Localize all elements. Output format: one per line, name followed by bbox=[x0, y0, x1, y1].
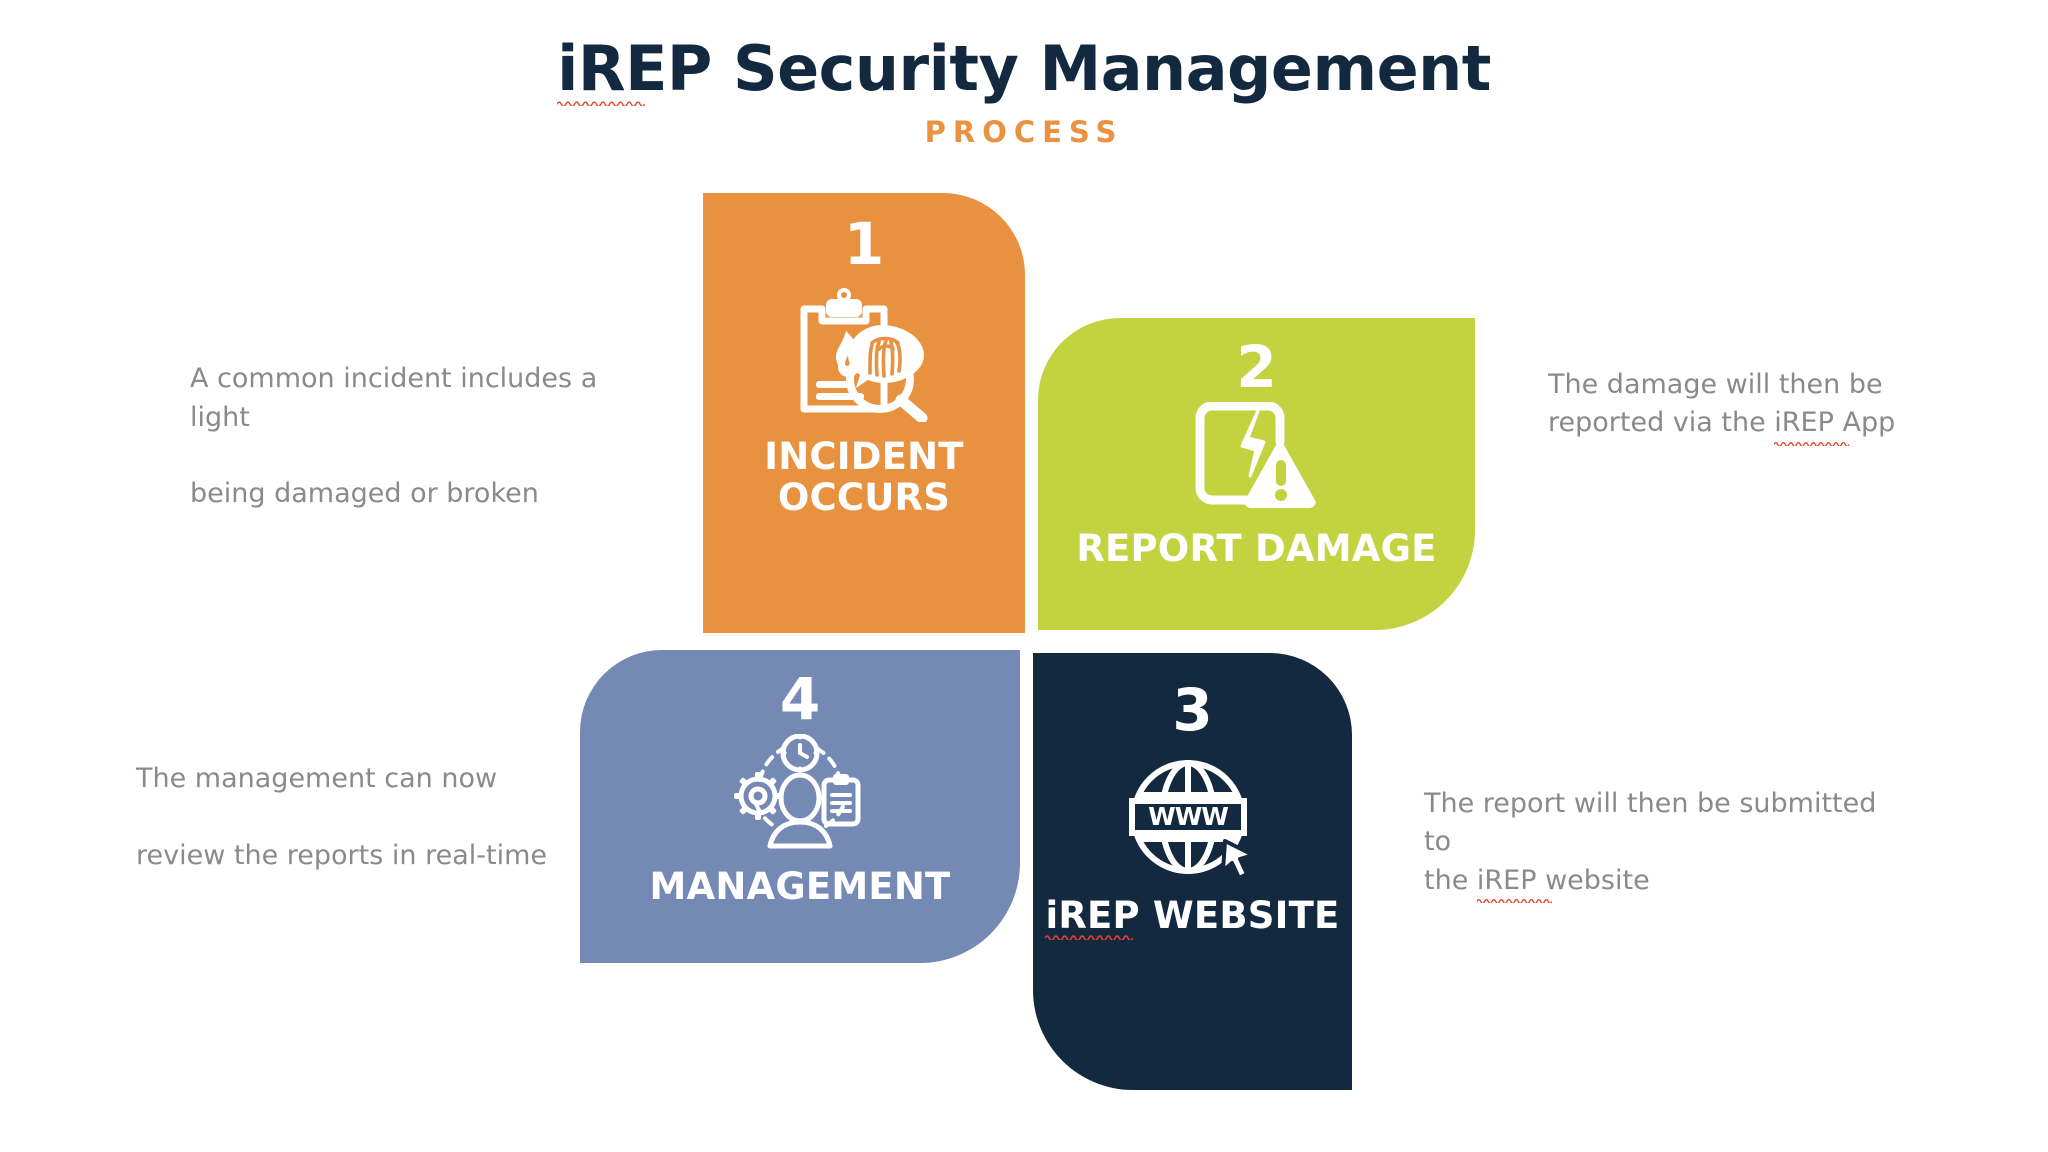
caption-step-2: The damage will then be reported via the… bbox=[1548, 366, 1948, 446]
spellcheck-squiggle-icon bbox=[1045, 935, 1133, 941]
process-step-3-irep-website[interactable]: 3 WWW iREP WEBSITE bbox=[1033, 653, 1352, 1090]
caption-4-line-2: review the reports in real-time bbox=[136, 839, 547, 871]
step-3-label-highlight: iREP bbox=[1045, 894, 1140, 937]
caption-1-line-1: A common incident includes a light bbox=[190, 363, 598, 433]
header: iREP Security Management PROCESS bbox=[0, 34, 2048, 149]
spellcheck-squiggle-icon bbox=[1774, 441, 1850, 446]
cracked-phone-warning-icon bbox=[1194, 402, 1320, 512]
step-2-label: REPORT DAMAGE bbox=[1076, 527, 1437, 570]
caption-1-line-2: being damaged or broken bbox=[190, 478, 539, 510]
caption-2-highlight: iREP bbox=[1774, 407, 1834, 439]
title-misspelled-word-irep: iREP bbox=[557, 32, 712, 107]
caption-2-misspelled-word-irep: iREP bbox=[1774, 404, 1850, 446]
process-step-2-report-damage[interactable]: 2 REPORT DAMAGE bbox=[1038, 318, 1475, 630]
title-highlight-text: iREP bbox=[557, 32, 712, 105]
step-number-2: 2 bbox=[1236, 333, 1277, 401]
clipboard-fire-fingerprint-magnifier-icon bbox=[784, 287, 944, 422]
page-subtitle: PROCESS bbox=[924, 115, 1124, 150]
person-gear-clipboard-clock-icon bbox=[734, 734, 866, 852]
step-3-misspelled-word-irep: iREP bbox=[1045, 894, 1140, 941]
svg-text:WWW: WWW bbox=[1148, 802, 1228, 831]
step-3-label-rest: WEBSITE bbox=[1139, 894, 1340, 937]
step-3-label: iREP WEBSITE bbox=[1045, 894, 1340, 941]
title-rest-text: Security Management bbox=[711, 32, 1491, 105]
page-title: iREP Security Management bbox=[0, 32, 2048, 107]
caption-2-text-after: App bbox=[1833, 407, 1896, 439]
step-number-3: 3 bbox=[1172, 676, 1213, 744]
caption-3-text-after: website bbox=[1536, 864, 1650, 896]
caption-step-4: The management can now review the report… bbox=[136, 722, 556, 875]
caption-step-1: A common incident includes a light being… bbox=[190, 322, 660, 514]
spellcheck-squiggle-icon bbox=[1476, 898, 1552, 903]
step-4-label: MANAGEMENT bbox=[649, 865, 951, 908]
caption-3-highlight: iREP bbox=[1476, 864, 1537, 896]
step-1-label: INCIDENT OCCURS bbox=[764, 435, 964, 520]
caption-4-line-1: The management can now bbox=[136, 763, 498, 795]
caption-3-misspelled-word-irep: iREP bbox=[1476, 862, 1552, 903]
caption-3-text-before: The report will then be submitted to the bbox=[1424, 788, 1877, 896]
caption-2-text-before: The damage will then be reported via the bbox=[1548, 369, 1883, 439]
step-number-4: 4 bbox=[779, 665, 821, 733]
process-step-1-incident-occurs[interactable]: 1 bbox=[703, 193, 1025, 633]
caption-step-3: The report will then be submitted to the… bbox=[1424, 785, 1894, 903]
spellcheck-squiggle-icon bbox=[557, 101, 645, 107]
step-number-1: 1 bbox=[843, 210, 885, 278]
globe-www-cursor-icon: WWW bbox=[1128, 755, 1258, 883]
process-step-4-management[interactable]: 4 bbox=[580, 650, 1020, 963]
